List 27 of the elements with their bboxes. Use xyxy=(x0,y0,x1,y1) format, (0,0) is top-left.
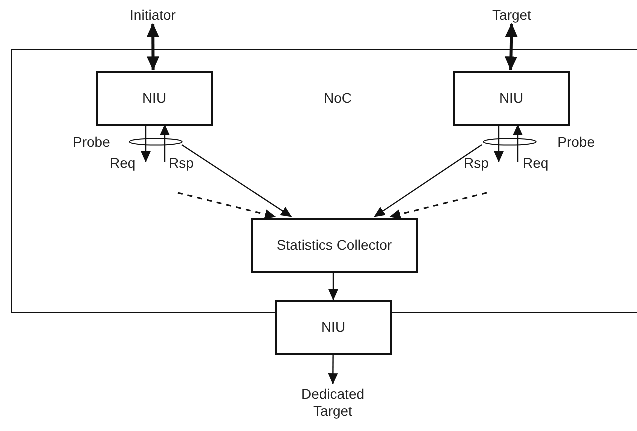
probe-label: Probe xyxy=(558,134,595,150)
edge-label: Req xyxy=(110,156,136,170)
arrow xyxy=(141,124,151,163)
probe-label: Probe xyxy=(73,134,110,150)
network-label: NoC xyxy=(324,90,352,106)
arrow xyxy=(182,144,292,218)
arrow xyxy=(328,355,338,385)
arrow xyxy=(504,23,518,71)
endpoint-label: Dedicated Target xyxy=(300,386,366,420)
edge-label: Rsp xyxy=(169,156,194,170)
block-box: NIU xyxy=(453,71,570,126)
arrow xyxy=(374,144,482,218)
block-box: NIU xyxy=(275,300,392,355)
arrow xyxy=(513,124,523,162)
edge-label: Rsp xyxy=(464,156,489,170)
arrow xyxy=(494,124,504,163)
arrow xyxy=(328,272,338,301)
arrow xyxy=(160,124,170,162)
network-boundary xyxy=(11,49,637,313)
block-box: NIU xyxy=(96,71,213,126)
endpoint-label: Initiator xyxy=(130,6,176,24)
arrow xyxy=(178,192,276,220)
endpoint-label: Target xyxy=(492,6,532,24)
edge-label: Req xyxy=(523,156,549,170)
arrow xyxy=(146,23,160,71)
arrow xyxy=(390,192,488,220)
block-box: Statistics Collector xyxy=(251,218,418,273)
